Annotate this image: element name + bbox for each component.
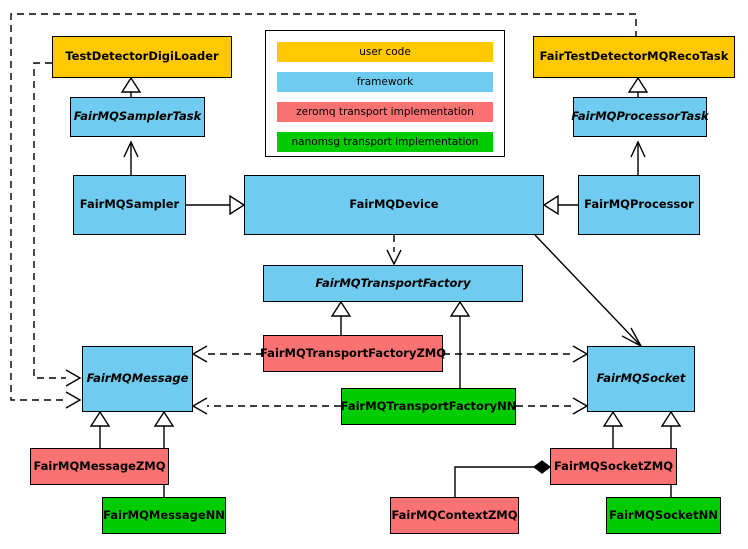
legend-label-framework: framework	[356, 76, 414, 88]
edge-device-to-socket	[534, 234, 643, 348]
class-box-test-detector-digi-loader[interactable]: TestDetectorDigiLoader	[52, 36, 232, 78]
edge-tfnn-to-transportfactory	[449, 300, 471, 388]
legend-label-zeromq: zeromq transport implementation	[296, 106, 474, 118]
edge-processortask-to-recotask	[627, 76, 649, 97]
edge-device-to-transportfactory	[386, 235, 402, 266]
edge-socketzmq-to-socket	[602, 410, 624, 448]
class-box-fair-test-detector-mq-reco-task[interactable]: FairTestDetectorMQRecoTask	[533, 36, 735, 78]
edge-processor-to-processortask	[630, 140, 646, 175]
legend-item-user-code: user code	[277, 42, 493, 62]
class-box-fairmq-socket-zmq[interactable]: FairMQSocketZMQ	[550, 448, 677, 485]
class-box-fairmq-socket[interactable]: FairMQSocket	[587, 346, 695, 412]
class-box-fairmq-message-nn[interactable]: FairMQMessageNN	[102, 497, 226, 534]
legend-item-framework: framework	[277, 72, 493, 92]
class-box-fairmq-transport-factory-nn[interactable]: FairMQTransportFactoryNN	[341, 388, 516, 425]
edge-tfzmq-to-socket	[443, 345, 589, 363]
edge-samplertask-to-digiloader	[120, 76, 142, 97]
class-box-fairmq-transport-factory[interactable]: FairMQTransportFactory	[263, 265, 523, 302]
edge-digiloader-to-message	[33, 62, 82, 387]
edge-sampler-to-device	[186, 194, 246, 216]
edge-tfzmq-to-transportfactory	[330, 300, 352, 335]
class-box-fairmq-transport-factory-zmq[interactable]: FairMQTransportFactoryZMQ	[260, 335, 446, 372]
class-box-fairmq-device[interactable]: FairMQDevice	[244, 175, 544, 235]
edge-socketzmq-to-contextzmq	[454, 460, 551, 497]
class-box-fairmq-processor[interactable]: FairMQProcessor	[578, 175, 700, 235]
class-box-fairmq-message-zmq[interactable]: FairMQMessageZMQ	[30, 448, 169, 485]
edge-tfnn-to-socket	[516, 397, 589, 415]
edge-sampler-to-samplertask	[123, 140, 139, 175]
edge-tfnn-to-message	[191, 397, 341, 415]
edge-processor-to-device	[542, 194, 578, 216]
legend-item-zeromq: zeromq transport implementation	[277, 102, 493, 122]
class-box-fairmq-sampler[interactable]: FairMQSampler	[73, 175, 186, 235]
edge-recotask-to-message	[10, 13, 637, 409]
class-box-fairmq-context-zmq[interactable]: FairMQContextZMQ	[390, 497, 519, 534]
edge-messagezmq-to-message	[89, 410, 111, 448]
class-box-fairmq-socket-nn[interactable]: FairMQSocketNN	[606, 497, 721, 534]
legend-item-nanomsg: nanomsg transport implementation	[277, 132, 493, 152]
legend-panel: user code framework zeromq transport imp…	[265, 30, 505, 157]
class-box-fairmq-processor-task[interactable]: FairMQProcessorTask	[571, 97, 709, 137]
class-box-fairmq-sampler-task[interactable]: FairMQSamplerTask	[70, 97, 205, 137]
class-box-fairmq-message[interactable]: FairMQMessage	[82, 346, 193, 412]
edge-tfzmq-to-message	[191, 345, 263, 363]
legend-label-nanomsg: nanomsg transport implementation	[291, 136, 479, 148]
legend-label-user-code: user code	[359, 46, 411, 58]
